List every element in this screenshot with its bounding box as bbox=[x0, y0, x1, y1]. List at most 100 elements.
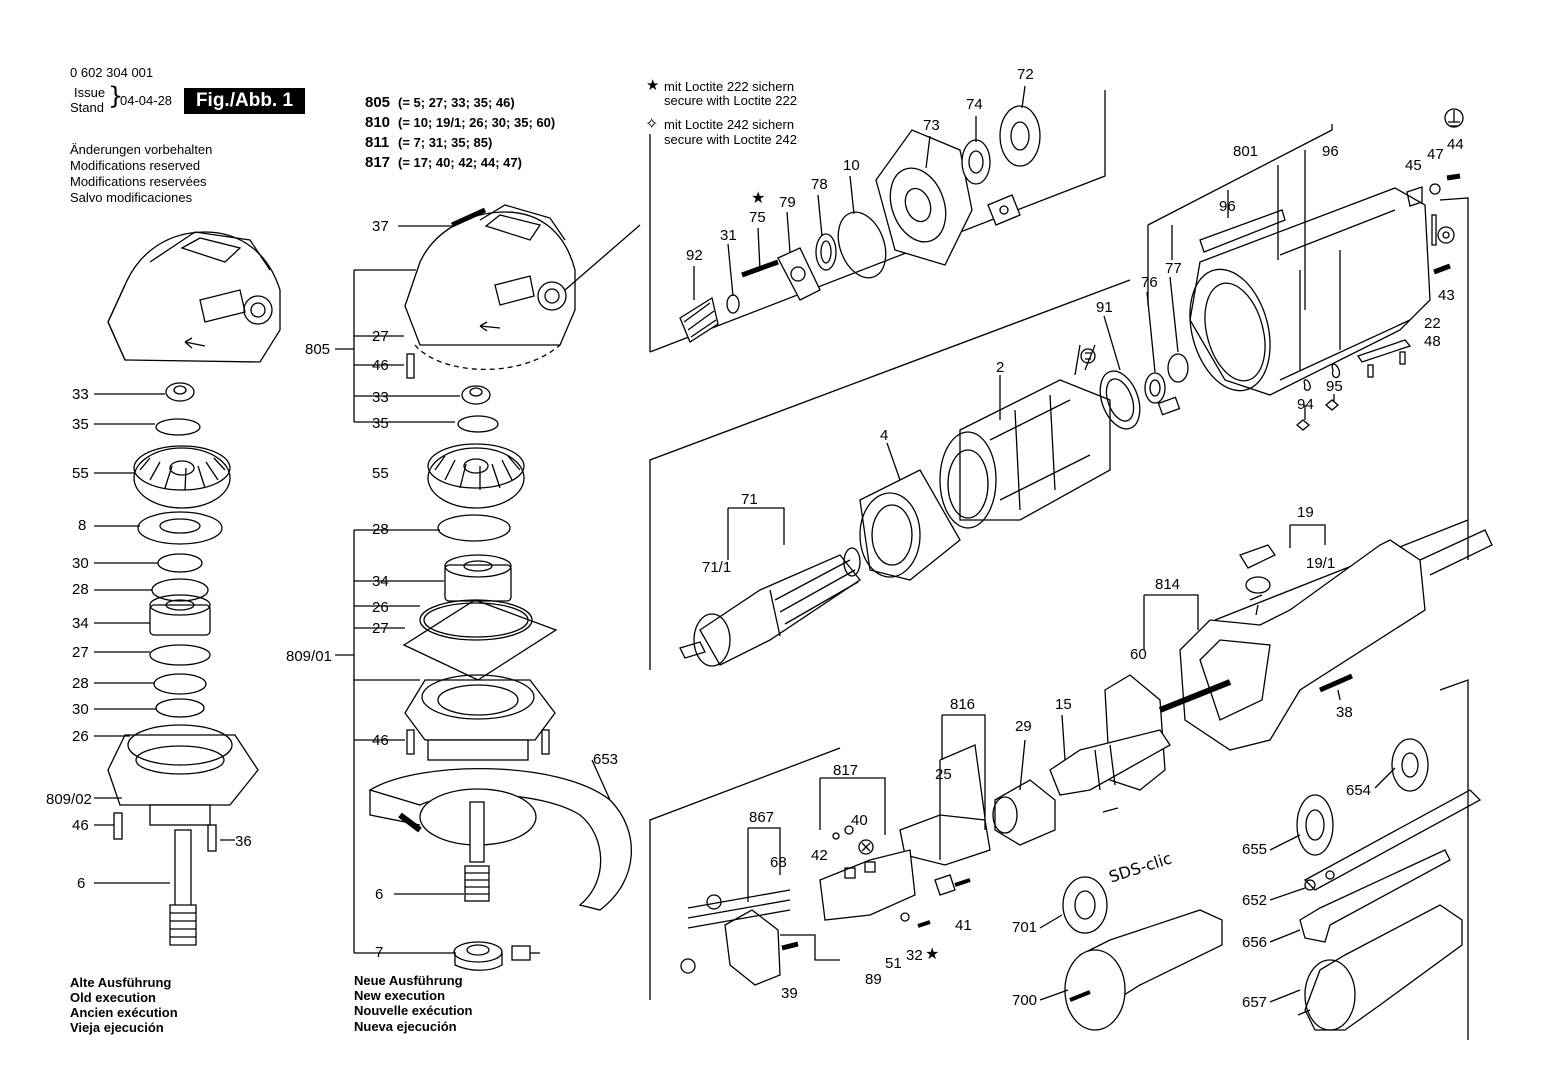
callout-96: 96 bbox=[1322, 143, 1339, 160]
bracket-801 bbox=[1147, 124, 1333, 310]
new-execution-de: Neue Ausführung bbox=[354, 973, 463, 988]
callout-27: 27 bbox=[72, 644, 89, 661]
kit-817-parts: (= 17; 40; 42; 44; 47) bbox=[398, 155, 522, 170]
brushes-816 bbox=[899, 744, 991, 866]
callout-28: 28 bbox=[72, 581, 89, 598]
callout-26-new: 26 bbox=[372, 599, 389, 616]
callout-51: 51 bbox=[885, 955, 902, 972]
switch-lever-19 bbox=[1239, 544, 1276, 616]
callout-653: 653 bbox=[593, 751, 619, 768]
flange-nut-654 bbox=[1391, 738, 1429, 792]
pinion-92 bbox=[679, 296, 719, 343]
callout-19: 19 bbox=[1297, 504, 1314, 521]
callout-68: 68 bbox=[770, 854, 787, 871]
earth-terminal-group bbox=[1295, 108, 1464, 431]
callout-35: 35 bbox=[72, 416, 89, 433]
new-execution-fr: Nouvelle exécution bbox=[354, 1003, 473, 1018]
old-execution-de: Alte Ausführung bbox=[70, 975, 172, 990]
callout-809-01: 809/01 bbox=[286, 648, 332, 665]
bearing-34-new bbox=[444, 554, 512, 602]
switch-817 bbox=[819, 825, 916, 921]
brush-holder-15 bbox=[1049, 729, 1171, 796]
callout-656: 656 bbox=[1242, 934, 1268, 951]
ring-35-new bbox=[457, 415, 499, 433]
doc-number: 0 602 304 001 bbox=[70, 65, 154, 80]
screws-old bbox=[113, 812, 217, 852]
callout-655: 655 bbox=[1242, 841, 1268, 858]
leader-lines-old bbox=[94, 393, 235, 884]
callout-42: 42 bbox=[811, 847, 828, 864]
gasket-27-new bbox=[402, 599, 558, 681]
callout-26: 26 bbox=[72, 728, 89, 745]
switch-rod-60 bbox=[1104, 674, 1232, 791]
new-execution-en: New execution bbox=[354, 988, 446, 1003]
leader-lines-top bbox=[693, 85, 1026, 300]
callout-73: 73 bbox=[923, 117, 940, 134]
leader-lines-new bbox=[335, 225, 611, 954]
bearing-33-new bbox=[461, 385, 491, 405]
callout-30-b: 30 bbox=[72, 701, 89, 718]
outline-star-icon: ✧ bbox=[645, 114, 659, 133]
ring-76-77 bbox=[1144, 353, 1189, 416]
stator-2 bbox=[939, 344, 1111, 529]
note-es: Salvo modificaciones bbox=[70, 190, 193, 205]
callout-33-new: 33 bbox=[372, 389, 389, 406]
kit-810-number: 810 bbox=[365, 114, 391, 131]
callout-652: 652 bbox=[1242, 892, 1268, 909]
nut-72 bbox=[999, 105, 1041, 167]
gear-head-housing-old bbox=[107, 231, 281, 363]
callout-31: 31 bbox=[720, 227, 737, 244]
callout-805: 805 bbox=[305, 341, 331, 358]
callout-809-02: 809/02 bbox=[46, 791, 92, 808]
callout-47: 47 bbox=[1427, 146, 1444, 163]
callout-60: 60 bbox=[1130, 646, 1147, 663]
callout-701: 701 bbox=[1012, 919, 1038, 936]
screws-new bbox=[406, 353, 550, 755]
callout-34: 34 bbox=[72, 615, 89, 632]
stand-label: Stand bbox=[70, 100, 104, 115]
handle-657 bbox=[1297, 904, 1463, 1031]
loctite242-de: mit Loctite 242 sichern bbox=[664, 117, 795, 132]
issue-brace: } bbox=[108, 82, 124, 110]
handle-housing bbox=[1179, 529, 1493, 751]
nut-7-new bbox=[453, 941, 540, 971]
callout-45: 45 bbox=[1405, 157, 1422, 174]
callout-89: 89 bbox=[865, 971, 882, 988]
callout-22: 22 bbox=[1424, 315, 1441, 332]
callout-25: 25 bbox=[935, 766, 952, 783]
issue-label: Issue bbox=[74, 85, 106, 100]
frame-lower bbox=[649, 679, 1469, 1040]
callout-37: 37 bbox=[372, 218, 389, 235]
note-en: Modifications reserved bbox=[70, 158, 201, 173]
callout-10: 10 bbox=[843, 157, 860, 174]
part-29 bbox=[992, 779, 1056, 846]
callout-19-1: 19/1 bbox=[1306, 555, 1336, 572]
callout-39: 39 bbox=[781, 985, 798, 1002]
callout-867: 867 bbox=[749, 809, 775, 826]
frame-motor bbox=[649, 197, 1469, 670]
plate-79 bbox=[777, 247, 821, 301]
issue-date: 04-04-28 bbox=[120, 93, 173, 108]
motor-housing-801 bbox=[1189, 187, 1431, 396]
callout-2: 2 bbox=[996, 359, 1005, 376]
loctite242-en: secure with Loctite 242 bbox=[664, 132, 797, 147]
callout-33: 33 bbox=[72, 386, 89, 403]
callout-32: 32 bbox=[906, 947, 923, 964]
new-execution-es: Nueva ejecución bbox=[354, 1019, 457, 1034]
callout-75: 75 bbox=[749, 209, 766, 226]
callout-76: 76 bbox=[1141, 274, 1158, 291]
oring-26-new bbox=[419, 599, 533, 641]
armature-71 bbox=[679, 547, 861, 667]
loctite222-en: secure with Loctite 222 bbox=[664, 93, 797, 108]
callout-4: 4 bbox=[880, 427, 889, 444]
callout-8: 8 bbox=[78, 517, 87, 534]
callout-55: 55 bbox=[72, 465, 89, 482]
gear-head-housing-new bbox=[404, 204, 576, 371]
callout-654: 654 bbox=[1346, 782, 1372, 799]
callout-38: 38 bbox=[1336, 704, 1353, 721]
note-fr: Modifications reservées bbox=[70, 174, 207, 189]
spindle-6-old bbox=[169, 829, 197, 946]
callout-74: 74 bbox=[966, 96, 983, 113]
callout-35-new: 35 bbox=[372, 415, 389, 432]
callout-43: 43 bbox=[1438, 287, 1455, 304]
